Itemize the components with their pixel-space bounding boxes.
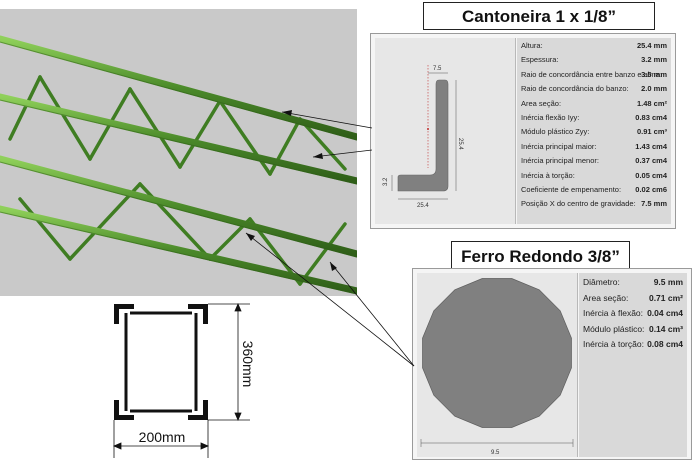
- angle-properties-table: Altura: 25.4 mm Espessura: 3.2 mm Raio de co…: [517, 38, 671, 224]
- property-label: Diâmetro:: [583, 277, 620, 287]
- property-label: Inércia à torção:: [583, 339, 644, 349]
- round-bar-title: Ferro Redondo 3/8”: [451, 241, 630, 271]
- property-value: 1.43 cm4: [635, 141, 667, 151]
- property-value: 0.83 cm4: [635, 113, 667, 122]
- property-label: Inércia principal maior:: [521, 141, 597, 151]
- property-label: Posição X do centro de gravidade:: [521, 199, 636, 209]
- property-label: Area seção:: [521, 98, 562, 108]
- truss-3d-render: [0, 9, 357, 296]
- property-label: Inércia à torção:: [521, 170, 575, 180]
- cross-section-width-label: 200mm: [139, 429, 186, 445]
- property-label: Altura:: [521, 41, 543, 50]
- angle-width-dim: 25.4: [417, 203, 429, 209]
- property-value: 3.5 mm: [641, 69, 667, 79]
- property-label: Inércia à flexão:: [583, 308, 644, 318]
- property-value: 0.91 cm³: [636, 127, 667, 137]
- angle-thickness-dim: 3.2: [383, 177, 389, 186]
- property-label: Area seção:: [583, 292, 629, 303]
- angle-height-dim: 25.4: [457, 138, 463, 150]
- angle-section-panel: 7.5 25.4 3.2 25.4 Altura: 25.4 mm Espessur…: [370, 33, 676, 229]
- angle-profile-shape: [397, 79, 449, 192]
- property-value: 25.4 mm: [636, 41, 667, 50]
- property-label: Módulo plástico Zyy:: [521, 127, 590, 137]
- property-label: Inércia flexão Iyy:: [521, 113, 580, 122]
- property-value: 0.02 cm6: [635, 185, 667, 194]
- cross-section-height-label: 360mm: [240, 341, 256, 388]
- cross-section-angles: [114, 304, 208, 420]
- property-value: 0.14 cm³: [648, 323, 683, 334]
- property-value: 9.5 mm: [653, 277, 683, 287]
- property-label: Coeficiente de empenamento:: [521, 185, 622, 194]
- property-label: Raio de concordância entre banzo e alma:: [521, 69, 662, 79]
- round-bar-shape: [422, 278, 572, 428]
- property-value: 7.5 mm: [641, 199, 667, 209]
- property-value: 0.04 cm4: [647, 308, 683, 318]
- round-bar-properties-table: Diâmetro: 9.5 mm Area seção: 0.71 cm² Inérci…: [579, 273, 687, 457]
- property-label: Espessura:: [521, 55, 559, 65]
- property-value: 1.48 cm²: [636, 98, 667, 108]
- property-value: 0.71 cm²: [648, 292, 683, 303]
- cross-section-lacing: [124, 311, 198, 413]
- property-value: 3.2 mm: [641, 55, 667, 65]
- round-bar-drawing: 9.5: [417, 273, 578, 457]
- property-label: Inércia principal menor:: [521, 156, 599, 166]
- property-value: 0.05 cm4: [635, 170, 667, 180]
- truss-cross-section: 360mm 200mm: [112, 302, 256, 458]
- angle-flange-dim: 7.5: [433, 66, 442, 72]
- property-label: Raio de concordância do banzo:: [521, 84, 629, 94]
- round-bar-panel: 9.5 Diâmetro: 9.5 mm Area seção: 0.71 cm² In…: [412, 268, 692, 460]
- truss-drawing: [0, 35, 357, 295]
- angle-section-drawing: 7.5 25.4 3.2 25.4: [375, 38, 516, 224]
- property-label: Módulo plástico:: [583, 323, 645, 334]
- property-value: 0.08 cm4: [647, 339, 683, 349]
- property-value: 0.37 cm4: [635, 156, 667, 166]
- round-bar-diameter-dim: 9.5: [491, 450, 500, 456]
- property-value: 2.0 mm: [641, 84, 667, 94]
- angle-section-title: Cantoneira 1 x 1/8”: [423, 2, 655, 30]
